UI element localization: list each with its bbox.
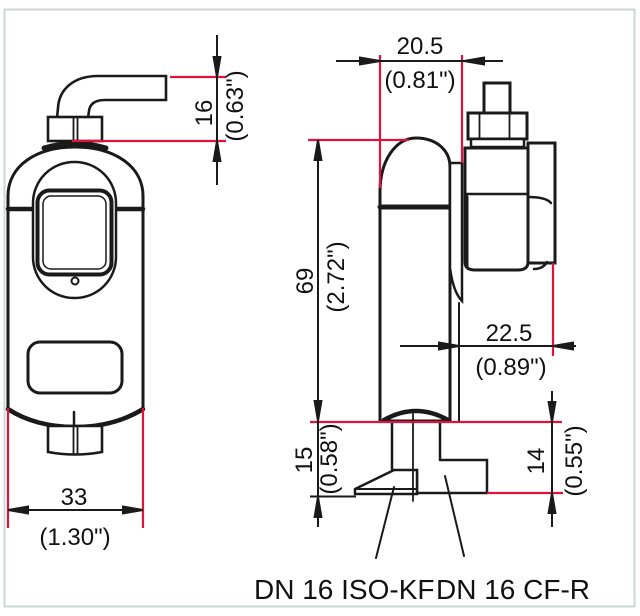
collar-arc <box>41 141 109 151</box>
dimension-lines <box>7 35 576 527</box>
dim-cf-inch: (0.55") <box>561 425 588 496</box>
flange-label-iso-kf: DN 16 ISO-KF <box>254 574 434 605</box>
dim-cable-mm: 16 <box>191 100 218 127</box>
dim-height-inch: (2.72") <box>323 241 350 312</box>
arrow-69-bottom <box>313 400 323 422</box>
dimension-labels: 20.5 (0.81") 16 (0.63") 69 (2.72") 22.5 … <box>39 33 590 605</box>
arrow-20-5-right <box>463 56 485 66</box>
label-plate <box>26 340 124 395</box>
dim-head-depth-inch: (0.81") <box>384 67 455 94</box>
connector-pin <box>482 81 512 115</box>
arrow-69-top <box>313 139 323 161</box>
arrow-22-5-right <box>552 341 574 351</box>
top-hex-nut <box>46 115 104 143</box>
front-view <box>5 74 168 456</box>
dim-width-inch: (1.30") <box>39 524 110 551</box>
connector-back-curl <box>532 260 549 271</box>
dim-connector-inch: (0.89") <box>475 354 546 381</box>
bottom-hex-nut-facets <box>72 425 79 455</box>
connector-body <box>463 146 530 272</box>
connector-washer <box>469 137 526 149</box>
side-body <box>378 136 452 423</box>
arrow-15-bottom <box>313 496 323 518</box>
side-view <box>353 81 557 559</box>
arrow-20-5-left <box>359 56 381 66</box>
arrow-33-right <box>122 505 144 515</box>
mount-flange-edge <box>448 161 464 305</box>
connector-hex-nut <box>466 111 529 141</box>
flange-label-cf-r: DN 16 CF-R <box>436 574 590 605</box>
dim-width-mm: 33 <box>61 484 88 511</box>
extension-lines-red <box>6 55 563 528</box>
arrow-16-top <box>212 56 222 78</box>
connector-hex-facets <box>478 112 511 140</box>
connector-back-split <box>526 195 553 205</box>
side-bottom-arc <box>381 408 451 423</box>
dim-kf-inch: (0.58") <box>316 423 343 494</box>
kf-flange <box>353 468 419 496</box>
dim-connector-mm: 22.5 <box>486 320 533 347</box>
cf-flange <box>415 458 489 495</box>
display-window <box>35 188 114 277</box>
leader-cf-r <box>444 475 465 557</box>
top-hex-nut-facets <box>72 116 79 142</box>
dim-cf-mm: 14 <box>523 448 550 475</box>
cable-elbow <box>55 74 168 120</box>
display-window-inner <box>42 195 107 270</box>
leader-iso-kf <box>375 486 395 559</box>
arrow-14-bottom <box>547 492 557 514</box>
indicator-led <box>70 276 80 286</box>
arrow-16-bottom <box>212 140 222 162</box>
arrow-14-top <box>547 401 557 423</box>
dim-head-depth-mm: 20.5 <box>397 33 444 60</box>
page-frame <box>3 8 636 608</box>
dim-cable-inch: (0.63") <box>222 70 249 141</box>
bottom-hex-nut <box>46 424 104 456</box>
dim-height-mm: 69 <box>292 268 319 295</box>
arrow-33-left <box>7 505 29 515</box>
arrow-22-5-left <box>438 341 460 351</box>
dim-kf-mm: 15 <box>291 447 318 474</box>
